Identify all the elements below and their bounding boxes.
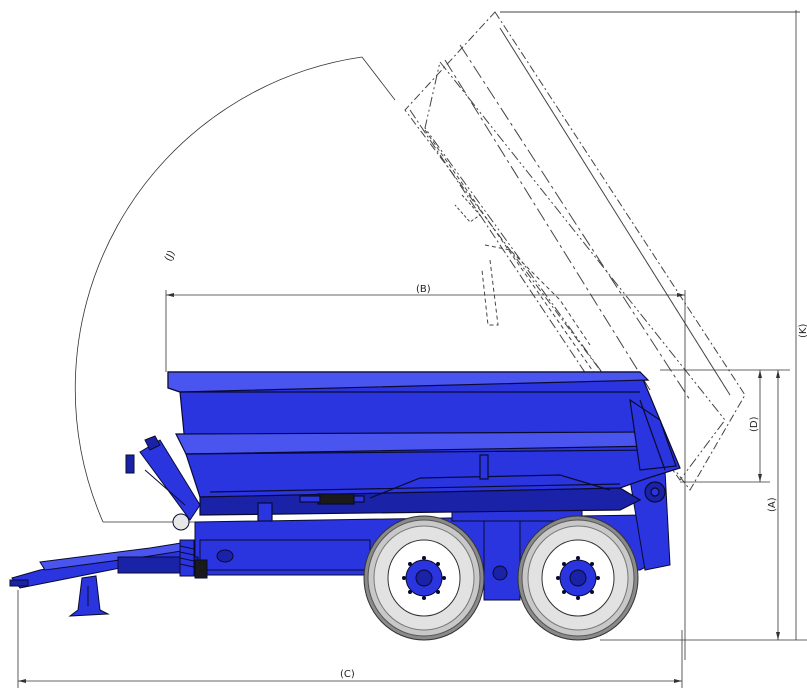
label-j: (J) (163, 249, 178, 264)
dimension-lines (17, 10, 807, 688)
dim-j-arc (74, 56, 363, 523)
wheel-rear (517, 515, 639, 641)
label-k: (K) (798, 324, 807, 338)
drawbar (9, 539, 201, 617)
dump-body (167, 371, 681, 522)
label-d: (D) (749, 416, 760, 432)
wheel-front (363, 515, 485, 641)
label-c: (C) (340, 669, 355, 680)
dimension-arrows (18, 293, 780, 683)
tipped-body-outline (404, 11, 800, 491)
hydraulic-cylinder (299, 493, 365, 505)
drawbar-spring (179, 539, 208, 579)
label-a: (A) (767, 497, 778, 512)
label-b: (B) (416, 284, 431, 295)
front-arm (125, 435, 201, 531)
